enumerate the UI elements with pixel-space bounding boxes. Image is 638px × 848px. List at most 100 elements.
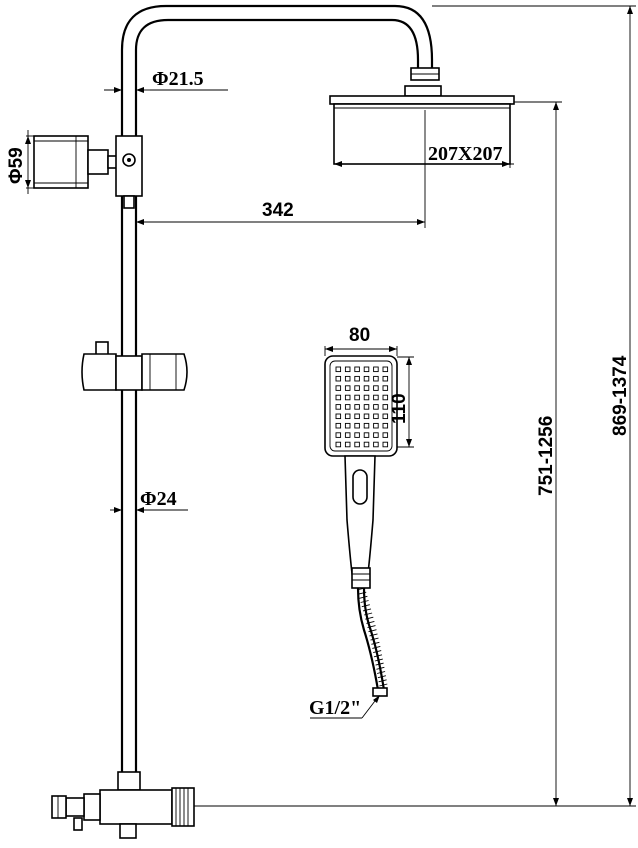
diverter-diameter-label: Φ59 bbox=[6, 147, 27, 184]
hose-rib bbox=[379, 683, 388, 687]
spray-nozzle bbox=[373, 404, 379, 410]
spray-nozzle bbox=[354, 385, 360, 391]
hose-rib bbox=[363, 612, 373, 616]
rain-shower-head bbox=[329, 85, 515, 165]
hose-rib bbox=[367, 625, 376, 629]
spray-nozzle bbox=[373, 413, 379, 420]
spray-nozzle bbox=[335, 441, 342, 448]
hose-rib bbox=[361, 604, 370, 608]
dim-head-size: 207X207 bbox=[334, 104, 514, 168]
spray-nozzle bbox=[344, 404, 351, 410]
arm-diameter-label: Φ21.5 bbox=[152, 68, 204, 90]
spray-nozzle bbox=[382, 413, 389, 420]
spray-nozzle bbox=[354, 394, 360, 401]
hose-rib bbox=[358, 591, 367, 595]
head-height-label: 751-1256 bbox=[536, 416, 557, 496]
spray-nozzle bbox=[382, 375, 389, 382]
hose-rib bbox=[378, 679, 387, 683]
spray-nozzle bbox=[373, 394, 379, 401]
hose-rib bbox=[373, 654, 383, 658]
spray-nozzle bbox=[335, 432, 342, 438]
dim-arm-reach: 342 bbox=[136, 110, 426, 228]
spray-nozzle bbox=[354, 441, 360, 448]
thermostatic-mixer bbox=[51, 771, 195, 839]
hose-thread-callout: G1/2" bbox=[309, 695, 380, 719]
spray-nozzle bbox=[373, 385, 379, 391]
spray-nozzle bbox=[363, 413, 370, 420]
spray-nozzle bbox=[373, 366, 379, 373]
hose-rib bbox=[359, 595, 368, 599]
dim-hand-shower-width: 80 bbox=[324, 325, 398, 356]
head-size-label: 207X207 bbox=[428, 143, 502, 165]
hose-rib bbox=[373, 650, 382, 654]
spray-nozzle bbox=[363, 385, 370, 391]
spray-nozzle bbox=[382, 394, 389, 401]
rail-diameter-label: Φ24 bbox=[140, 488, 177, 510]
spray-nozzle bbox=[344, 385, 351, 391]
dim-hand-shower-height: 110 bbox=[389, 356, 414, 448]
rail-clamp bbox=[115, 135, 143, 209]
spray-nozzle bbox=[354, 422, 360, 429]
spray-nozzle bbox=[344, 394, 351, 401]
spray-nozzle bbox=[344, 432, 351, 438]
overall-height-label: 869-1374 bbox=[610, 355, 631, 436]
spray-nozzle bbox=[363, 432, 370, 438]
spray-nozzle bbox=[354, 375, 360, 382]
spray-nozzle bbox=[354, 413, 360, 420]
spray-nozzle bbox=[382, 432, 389, 438]
spray-nozzle bbox=[373, 422, 379, 429]
hose-rib bbox=[371, 641, 380, 645]
hand-shower-width-label: 80 bbox=[349, 325, 370, 346]
spray-nozzle bbox=[354, 366, 360, 373]
hose-rib bbox=[365, 616, 374, 620]
hose-rib bbox=[368, 629, 377, 633]
spray-nozzle bbox=[373, 432, 379, 438]
hose-rib bbox=[370, 637, 379, 641]
hose-rib bbox=[377, 675, 387, 679]
spray-nozzle bbox=[335, 422, 342, 429]
dim-diverter-diameter: Φ59 bbox=[6, 130, 34, 194]
spray-nozzle bbox=[363, 441, 370, 448]
spray-nozzle bbox=[363, 366, 370, 373]
dim-overall-height: 869-1374 bbox=[194, 5, 636, 807]
spray-nozzle bbox=[344, 375, 351, 382]
spray-nozzle bbox=[354, 432, 360, 438]
hose-rib bbox=[376, 666, 385, 670]
dim-arm-diameter: Φ21.5 bbox=[104, 68, 228, 93]
spray-nozzle bbox=[344, 366, 351, 373]
hose-thread-label: G1/2" bbox=[309, 697, 361, 719]
hose-rib bbox=[376, 671, 386, 674]
hand-shower-height-label: 110 bbox=[389, 393, 410, 424]
spray-nozzle bbox=[382, 422, 389, 429]
hose-rib bbox=[356, 587, 366, 591]
spray-nozzle bbox=[373, 375, 379, 382]
spray-nozzle bbox=[335, 385, 342, 391]
hose-rib bbox=[362, 608, 372, 612]
spray-nozzle bbox=[363, 422, 370, 429]
spray-nozzle bbox=[335, 394, 342, 401]
shower-hose bbox=[356, 587, 388, 697]
hand-shower bbox=[324, 355, 398, 589]
spray-nozzle bbox=[335, 413, 342, 420]
spray-nozzle bbox=[382, 385, 389, 391]
hose-rib bbox=[360, 600, 369, 603]
spray-nozzle bbox=[382, 441, 389, 448]
arm-reach-label: 342 bbox=[262, 200, 294, 221]
hose-rib bbox=[375, 662, 384, 666]
spray-nozzle bbox=[344, 422, 351, 429]
spray-nozzle bbox=[382, 366, 389, 373]
hose-rib bbox=[374, 658, 384, 662]
hose-rib bbox=[366, 620, 375, 624]
diverter-body bbox=[33, 135, 121, 189]
spray-nozzle bbox=[363, 394, 370, 401]
spray-nozzle bbox=[354, 404, 360, 410]
spray-nozzle bbox=[373, 441, 379, 448]
spray-nozzle bbox=[382, 404, 389, 410]
dim-rail-diameter: Φ24 bbox=[110, 488, 188, 513]
spray-nozzle bbox=[363, 404, 370, 410]
slide-bar-holder bbox=[81, 341, 188, 391]
dim-head-height: 751-1256 bbox=[514, 101, 562, 806]
spray-nozzle bbox=[335, 404, 342, 410]
spray-nozzle bbox=[335, 366, 342, 373]
